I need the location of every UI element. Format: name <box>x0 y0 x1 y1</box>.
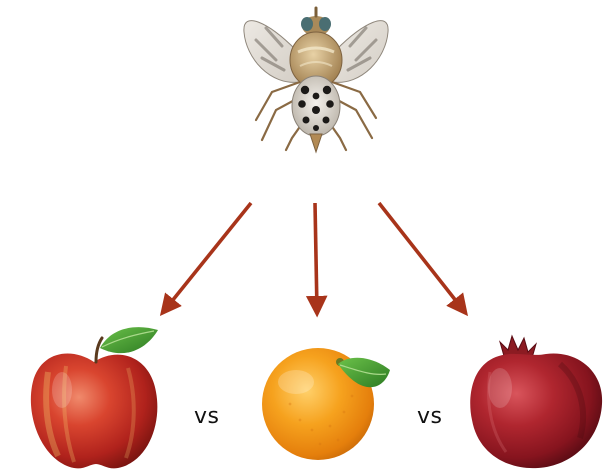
arrow-to-orange <box>315 203 317 311</box>
arrow-to-pomegranate <box>379 203 464 311</box>
pomegranate-icon <box>470 336 602 468</box>
orange-icon <box>262 348 390 460</box>
vs-label-1: vs <box>194 404 219 429</box>
arrow-to-apple <box>164 203 251 311</box>
apple-icon <box>31 327 158 468</box>
arrows <box>164 203 464 311</box>
fly-icon <box>244 8 388 152</box>
vs-label-2: vs <box>417 404 442 429</box>
